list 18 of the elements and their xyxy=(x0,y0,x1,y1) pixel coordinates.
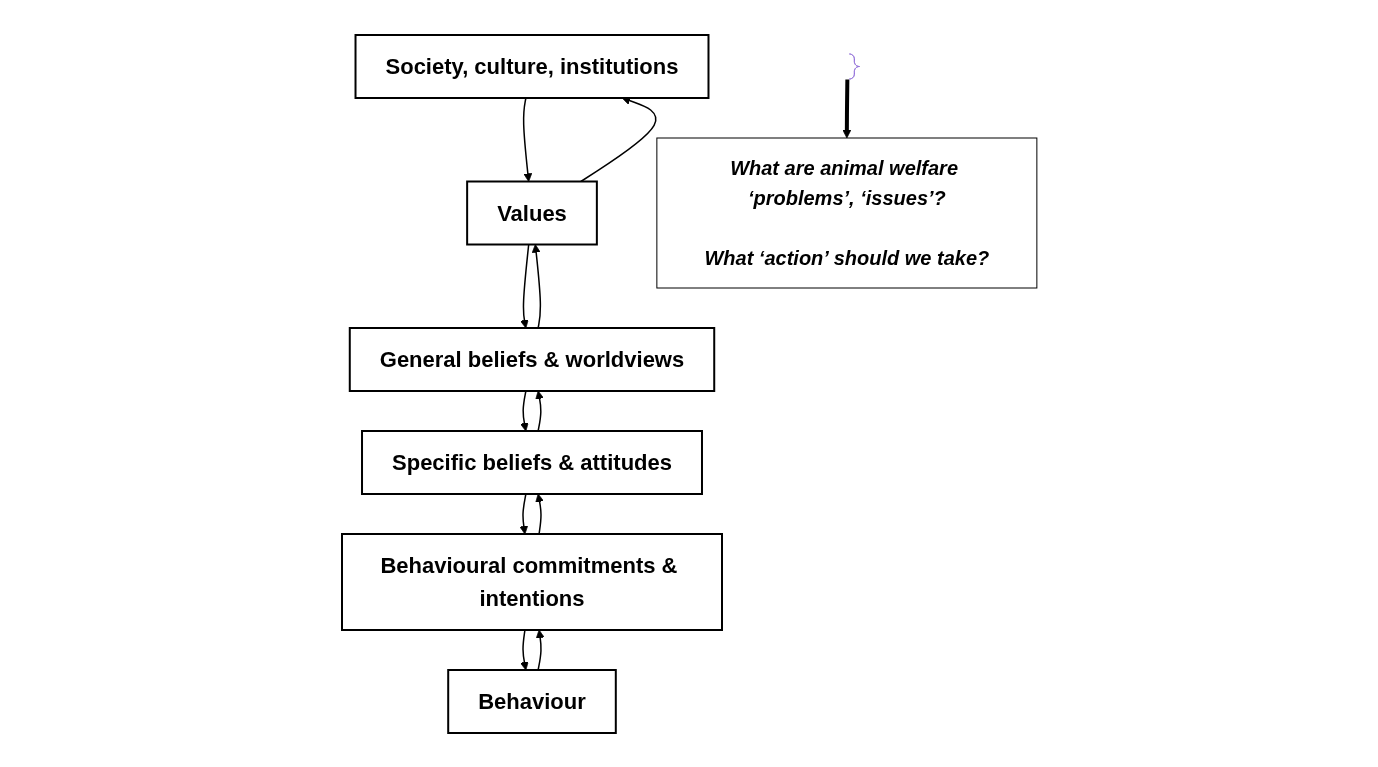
node-bracket xyxy=(848,53,860,79)
arrow xyxy=(534,390,544,432)
arrow xyxy=(522,96,532,182)
arrow xyxy=(535,629,545,671)
node-box: Society, culture, institutions xyxy=(354,33,710,99)
node-box: Specific beliefs & attitudes xyxy=(360,429,703,495)
node-box: General beliefs & worldviews xyxy=(348,326,715,392)
node-box: Behavioural commitments & intentions xyxy=(340,532,723,631)
arrow xyxy=(519,243,529,328)
arrow xyxy=(519,492,528,534)
arrow xyxy=(531,243,541,329)
arrow xyxy=(519,628,529,670)
node-box: Behaviour xyxy=(446,668,617,734)
arrow xyxy=(534,493,544,535)
node-box: What are animal welfare ‘problems’, ‘issues’? What ‘action’ should we take? xyxy=(655,137,1037,288)
arrow xyxy=(842,78,851,138)
arrow xyxy=(519,389,529,431)
node-box: Values xyxy=(465,180,598,245)
